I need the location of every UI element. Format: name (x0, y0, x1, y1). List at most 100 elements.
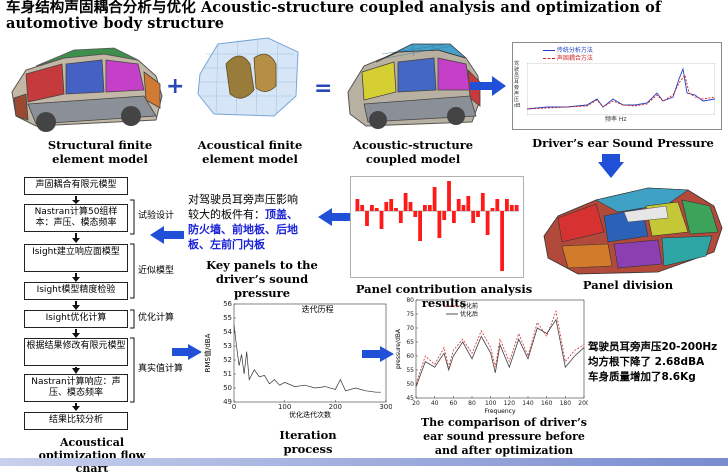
spl-legend-2: 声固耦合方法 (556, 55, 593, 62)
coupled-model-image (347, 43, 481, 129)
contribution-bar (490, 208, 495, 211)
footer-band (0, 458, 728, 466)
x-tick-label: 20 (412, 400, 420, 407)
arrow-down-icon (598, 154, 624, 178)
x-tick-label: 100 (278, 403, 291, 411)
contribution-bar (384, 202, 389, 211)
contribution-bars (355, 181, 519, 271)
key-panels-highlight: 顶盖、 (265, 208, 298, 221)
caption-flowchart: Acoustical optimization flow chart (38, 436, 146, 475)
contribution-bar (432, 187, 437, 211)
flow-arrows (72, 196, 80, 411)
flow-box-3: Isight建立响应面模型 (24, 244, 128, 272)
contribution-bar (471, 211, 476, 223)
x-axis-label: Frequency (485, 408, 516, 415)
x-tick-label: 120 (504, 400, 516, 407)
acoustical-model-image (197, 37, 299, 117)
spl-xlabel: 频率 Hz (605, 116, 627, 123)
caption-key-panels: Key panels to the driver’s sound pressur… (206, 258, 318, 300)
key-panels-line-1: 对驾驶员耳旁声压影响 (188, 193, 298, 206)
plus-icon: + (166, 74, 185, 99)
series-line-2 (415, 318, 585, 387)
caption-panel-contribution: Panel contribution analysis results (355, 282, 533, 310)
x-tick-label: 0 (232, 403, 236, 411)
plot-frame (415, 299, 585, 399)
caption-panel-division: Panel division (582, 278, 674, 292)
flow-brackets (130, 199, 135, 403)
y-tick-label: 65 (406, 339, 414, 346)
spl-ylabel: 驾驶员耳旁声压 dB (514, 61, 521, 109)
caption-comparison: The comparison of driver’s ear sound pre… (420, 416, 587, 457)
spl-legend-1: 传统分析方法 (556, 47, 593, 54)
y-tick-label: 80 (406, 297, 414, 304)
contribution-bar (447, 181, 451, 211)
x-tick-label: 180 (560, 400, 572, 407)
contribution-bar (485, 211, 490, 235)
page-title: 车身结构声固耦合分析与优化 Acoustic-structure coupled… (6, 0, 662, 32)
caption-acoustical: Acoustical finite element model (197, 138, 303, 166)
arrow-left-icon (318, 208, 350, 226)
key-panels-text: 对驾驶员耳旁声压影响 较大的板件有：顶盖、 防火墙、前地板、后地 板、左前门内板 (188, 192, 322, 252)
contribution-bar (514, 205, 519, 211)
flow-box-8: 结果比较分析 (24, 412, 128, 430)
flow-label-approx: 近似模型 (138, 266, 175, 276)
result-line-1: 驾驶员耳旁声压20-200Hz (588, 341, 718, 353)
caption-driver-ear: Driver’s ear Sound Pressure (532, 136, 714, 150)
result-line-3: 车身质量增加了8.6Kg (588, 371, 696, 383)
contribution-bar (379, 211, 384, 229)
x-axis-label: 优化迭代次数 (289, 410, 331, 419)
contribution-bar (423, 205, 427, 211)
series-line-1 (233, 324, 381, 393)
flow-label-opt: 优化计算 (138, 313, 175, 323)
contribution-bar (408, 202, 413, 211)
caption-coupled: Acoustic-structure coupled model (352, 138, 474, 166)
result-line-2: 均方根下降了 2.68dBA (588, 356, 705, 368)
legend-label-2: 优化后 (460, 310, 478, 318)
x-tick-label: 160 (541, 400, 553, 407)
y-tick-label: 49 (223, 398, 232, 406)
contribution-bar (466, 196, 471, 211)
caption-structural: Structural finite element model (47, 138, 153, 166)
y-tick-label: 50 (406, 381, 414, 388)
series-line-1 (415, 309, 585, 385)
structural-model-image (11, 47, 163, 132)
caption-iteration: Iteration process (279, 428, 337, 456)
y-tick-label: 75 (406, 311, 414, 318)
y-tick-label: 55 (406, 367, 414, 374)
y-tick-label: 70 (406, 325, 414, 332)
x-tick-label: 200 (578, 400, 588, 407)
contribution-bar (456, 199, 461, 211)
contribution-bar (480, 193, 485, 211)
flow-box-1: 声固耦合有限元模型 (24, 177, 128, 195)
contribution-bar (509, 205, 514, 211)
result-text: 驾驶员耳旁声压20-200Hz 均方根下降了 2.68dBA 车身质量增加了8.… (588, 340, 728, 385)
panel-division-image (543, 187, 723, 275)
contribution-bar (398, 211, 403, 223)
arrow-right-icon (470, 76, 506, 96)
contribution-bar (355, 199, 360, 211)
contribution-bar (437, 211, 442, 238)
x-tick-label: 40 (431, 400, 439, 407)
x-tick-label: 60 (450, 400, 458, 407)
key-panels-line-4: 板、左前门内板 (188, 238, 265, 251)
x-tick-label: 300 (379, 403, 392, 411)
contribution-bar (389, 199, 394, 211)
x-tick-label: 80 (468, 400, 476, 407)
arrow-left-icon (150, 226, 184, 244)
y-tick-label: 50 (223, 384, 232, 392)
contribution-bar (403, 193, 408, 211)
contribution-bar (427, 205, 432, 211)
flow-box-2: Nastran计算50组样本：声压、模态频率 (24, 204, 128, 232)
y-axis-label: RMS值/dBA (204, 333, 212, 372)
x-tick-label: 140 (522, 400, 534, 407)
y-tick-label: 51 (223, 370, 232, 378)
y-tick-label: 54 (223, 328, 232, 336)
contribution-bar (365, 211, 369, 226)
contribution-bar (394, 208, 398, 211)
contribution-bar (461, 205, 466, 211)
y-axis-label: pressure/dBA (395, 328, 402, 369)
contribution-bar (500, 211, 504, 271)
contribution-bar (452, 211, 456, 223)
contribution-bar (442, 211, 447, 220)
contribution-bar (505, 199, 509, 211)
